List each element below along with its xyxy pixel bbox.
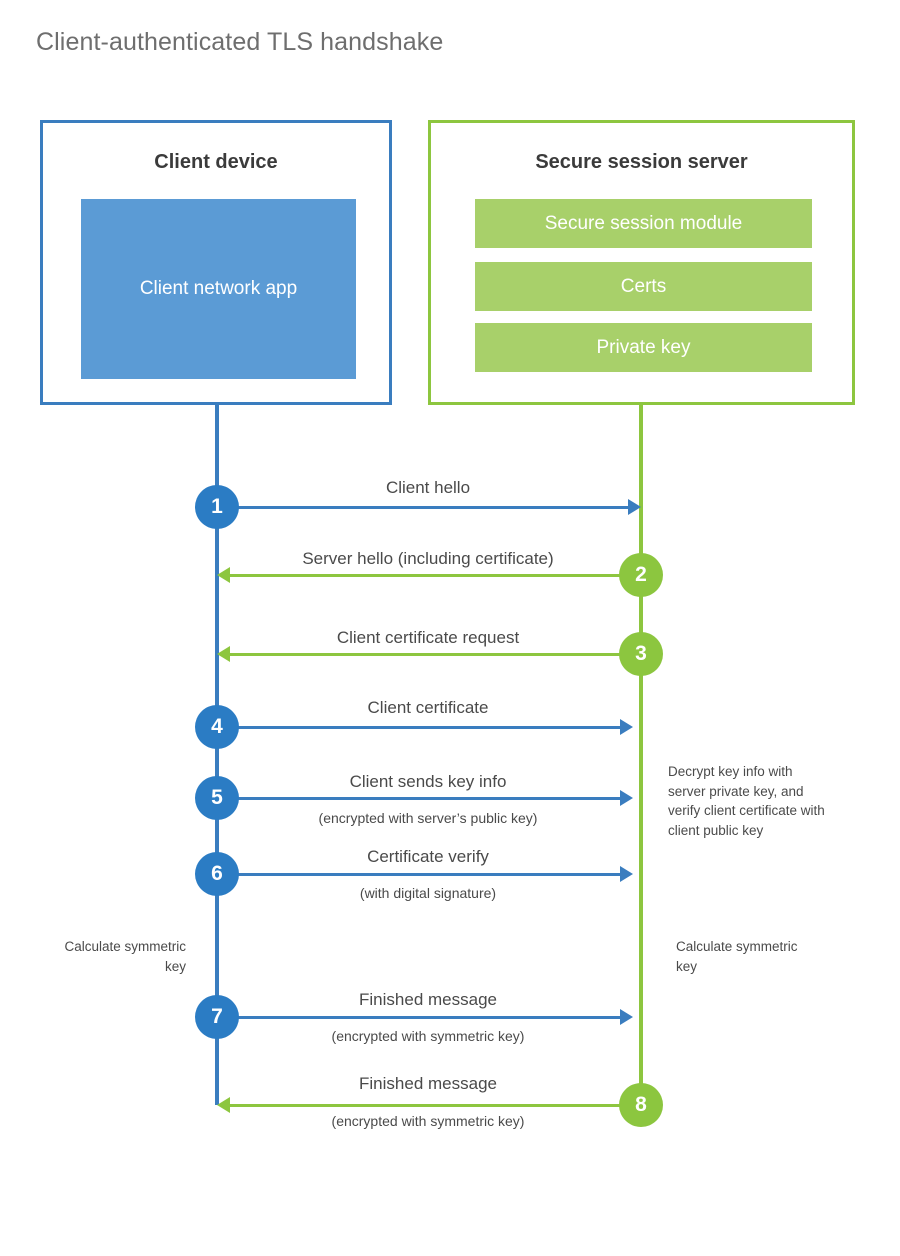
step-5-arrow-line bbox=[228, 797, 620, 800]
server-calculate-symmetric-key-note: Calculate symmetric key bbox=[676, 939, 798, 974]
server-module-certs: Certs bbox=[475, 262, 812, 311]
server-decrypt-note: Decrypt key info with server private key… bbox=[668, 764, 825, 838]
step-2-arrow-head bbox=[217, 567, 230, 583]
client-device-box: Client device Client network app bbox=[40, 120, 392, 405]
secure-session-server-title: Secure session server bbox=[535, 151, 748, 173]
step-3-arrow-head bbox=[217, 646, 230, 662]
step-1-marker[interactable]: 1 bbox=[195, 485, 239, 529]
client-calculate-symmetric-key-note: Calculate symmetric key bbox=[64, 939, 186, 974]
step-2-arrow-line bbox=[230, 574, 622, 577]
step-6-arrow-head bbox=[620, 866, 633, 882]
step-7-label: Finished message bbox=[359, 990, 497, 1009]
client-network-app-block: Client network app bbox=[81, 199, 356, 379]
step-1-arrow-line bbox=[228, 506, 628, 509]
page-title: Client-authenticated TLS handshake bbox=[36, 28, 444, 56]
step-1-label: Client hello bbox=[385, 478, 471, 497]
server-lifeline bbox=[639, 405, 643, 1105]
step-2-label: Server hello (including certificate) bbox=[302, 549, 554, 568]
step-7-arrow-line bbox=[228, 1016, 620, 1019]
step-8-label: Finished message bbox=[359, 1074, 497, 1093]
step-6-sublabel: (with digital signature) bbox=[359, 885, 497, 901]
server-module-private-key: Private key bbox=[475, 323, 812, 372]
step-5-arrow-head bbox=[620, 790, 633, 806]
step-8-sublabel: (encrypted with symmetric key) bbox=[331, 1113, 525, 1129]
step-4-arrow-line bbox=[228, 726, 620, 729]
step-8-arrow-head bbox=[217, 1097, 230, 1113]
client-device-title: Client device bbox=[154, 151, 278, 173]
step-3-label: Client certificate request bbox=[336, 628, 520, 647]
secure-session-server-box: Secure session server Secure session mod… bbox=[428, 120, 855, 405]
step-6-marker[interactable]: 6 bbox=[195, 852, 239, 896]
step-8-marker[interactable]: 8 bbox=[619, 1083, 663, 1127]
server-module-secure-session-module: Secure session module bbox=[475, 199, 812, 248]
step-4-label: Client certificate bbox=[367, 698, 489, 717]
step-3-arrow-line bbox=[230, 653, 622, 656]
step-7-marker[interactable]: 7 bbox=[195, 995, 239, 1039]
step-7-sublabel: (encrypted with symmetric key) bbox=[331, 1028, 525, 1044]
step-3-marker[interactable]: 3 bbox=[619, 632, 663, 676]
step-5-label: Client sends key info bbox=[349, 772, 507, 791]
step-4-marker[interactable]: 4 bbox=[195, 705, 239, 749]
step-6-arrow-line bbox=[228, 873, 620, 876]
step-6-label: Certificate verify bbox=[367, 847, 489, 866]
step-4-arrow-head bbox=[620, 719, 633, 735]
step-1-arrow-head bbox=[628, 499, 641, 515]
client-lifeline bbox=[215, 405, 219, 1105]
step-5-sublabel: (encrypted with server’s public key) bbox=[318, 810, 538, 826]
step-5-marker[interactable]: 5 bbox=[195, 776, 239, 820]
step-2-marker[interactable]: 2 bbox=[619, 553, 663, 597]
step-8-arrow-line bbox=[230, 1104, 622, 1107]
step-7-arrow-head bbox=[620, 1009, 633, 1025]
